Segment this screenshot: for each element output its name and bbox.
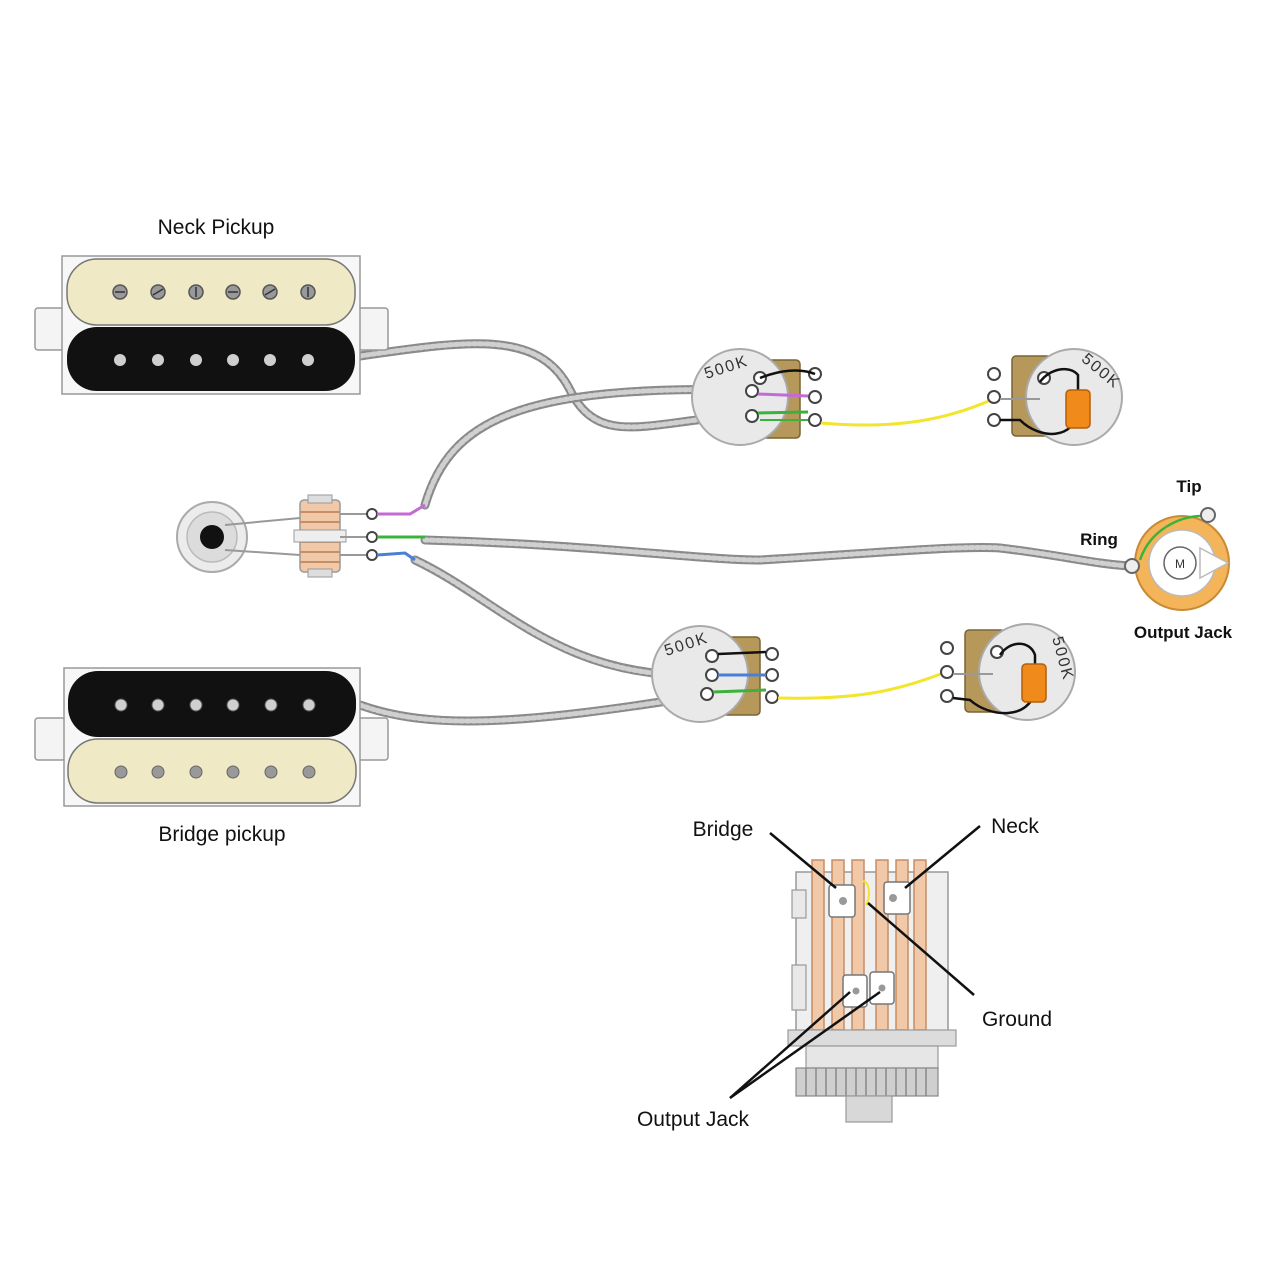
- capacitor-icon: [1065, 389, 1091, 429]
- toggle-switch-detail: Bridge Neck Ground Output Jack: [637, 815, 1052, 1131]
- output-jack-center-mark: M: [1175, 557, 1185, 571]
- shielded-wires: [355, 339, 1137, 726]
- bridge-pickup: Bridge pickup: [34, 667, 389, 846]
- neck-pickup-label: Neck Pickup: [158, 216, 275, 239]
- leader-ground: [867, 902, 975, 996]
- switch-ground-label: Ground: [982, 1008, 1052, 1031]
- neck-pickup-black-coil: [67, 327, 355, 391]
- output-jack-ring-lug: [1124, 558, 1140, 574]
- switch-bridge-label: Bridge: [693, 818, 754, 841]
- neck-pickup-tab-left: [34, 307, 66, 351]
- leader-bridge: [769, 832, 837, 889]
- neck-pickup-cream-coil: [66, 258, 356, 326]
- yellow-wire-bridge: [777, 670, 947, 700]
- switch-lead-purple: [377, 503, 426, 516]
- output-jack-tip-label: Tip: [1176, 477, 1201, 496]
- bridge-pickup-cream-coil: [67, 738, 357, 804]
- switch-blades: [811, 859, 927, 1031]
- bridge-pickup-black-coil: [68, 671, 356, 737]
- bridge-pickup-tab-right: [357, 717, 389, 761]
- output-jack: M Tip Ring Output Jack: [1080, 477, 1233, 642]
- leader-output-jack-2: [729, 990, 881, 1100]
- capacitor-icon: [1021, 663, 1047, 703]
- bridge-pickup-poles: [114, 765, 316, 779]
- switch-lead-blue: [376, 551, 416, 562]
- leader-output-jack-1: [729, 991, 851, 1099]
- neck-pickup-tab-right: [357, 307, 389, 351]
- neck-pickup-screws: [112, 284, 316, 300]
- output-jack-ring-label: Ring: [1080, 530, 1118, 549]
- bridge-pickup-screws: [114, 698, 316, 712]
- leader-neck: [904, 825, 981, 889]
- switch-lever-tip: [200, 525, 224, 549]
- yellow-wire-neck: [820, 398, 992, 427]
- switch-neck-label: Neck: [991, 815, 1039, 838]
- switch-threaded-bushing: [795, 1067, 939, 1097]
- output-jack-tip-lug: [1200, 507, 1216, 523]
- toggle-switch-top: [176, 494, 426, 578]
- neck-tone-pot: 500K: [987, 348, 1124, 446]
- neck-pickup: Neck Pickup: [34, 216, 389, 395]
- neck-volume-pot: 500K: [691, 348, 822, 446]
- bridge-pickup-label: Bridge pickup: [158, 823, 285, 846]
- bridge-pickup-tab-left: [34, 717, 66, 761]
- neck-pickup-poles: [114, 354, 314, 366]
- bridge-tone-pot: 500K: [940, 623, 1076, 721]
- output-jack-label: Output Jack: [1134, 623, 1233, 642]
- switch-output-jack-label: Output Jack: [637, 1108, 750, 1131]
- bridge-volume-pot: 500K: [651, 625, 779, 723]
